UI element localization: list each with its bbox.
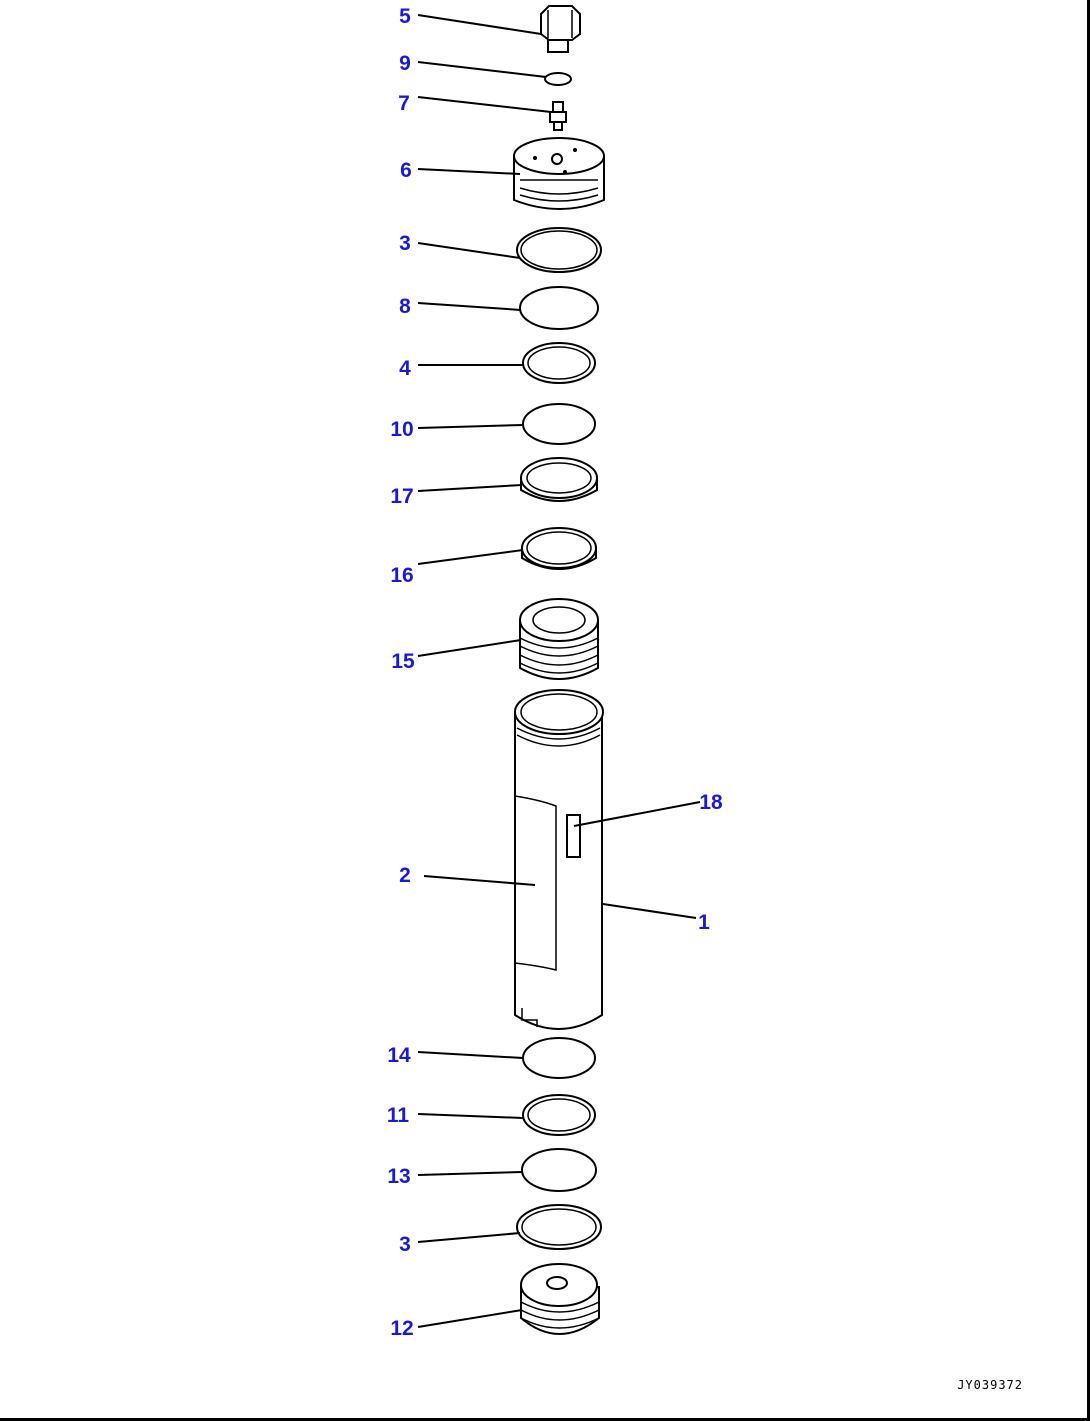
callout-5: 5 bbox=[399, 5, 411, 28]
callout-13: 13 bbox=[387, 1165, 410, 1188]
part-9-washer bbox=[544, 72, 572, 86]
part-15-piston bbox=[519, 598, 599, 680]
drawing-id: JY039372 bbox=[957, 1378, 1023, 1392]
callout-7: 7 bbox=[398, 92, 410, 115]
callout-14: 14 bbox=[387, 1044, 411, 1067]
part-17-ring bbox=[520, 457, 598, 502]
callout-17: 17 bbox=[390, 485, 413, 508]
callout-labels: 5 9 7 6 3 8 4 10 17 16 15 18 2 1 14 11 1… bbox=[387, 5, 723, 1340]
callout-10: 10 bbox=[390, 418, 413, 441]
callout-6: 6 bbox=[400, 159, 412, 182]
callout-2: 2 bbox=[399, 864, 411, 887]
part-3-ring-upper bbox=[516, 227, 602, 273]
part-10-ring bbox=[522, 403, 596, 445]
callout-9: 9 bbox=[399, 52, 411, 75]
callout-1: 1 bbox=[698, 911, 710, 934]
part-12-cap bbox=[520, 1263, 600, 1335]
callout-15: 15 bbox=[391, 650, 415, 673]
part-18-label bbox=[566, 814, 581, 858]
callout-3-upper: 3 bbox=[399, 232, 411, 255]
leader-lines bbox=[417, 14, 701, 1328]
callout-8: 8 bbox=[399, 295, 411, 318]
part-8-ring bbox=[519, 286, 599, 330]
callout-4: 4 bbox=[399, 357, 411, 380]
part-3-ring-lower bbox=[516, 1204, 602, 1250]
part-2-plate bbox=[514, 795, 557, 971]
part-16-ring bbox=[521, 527, 597, 570]
part-7-fitting bbox=[549, 101, 567, 131]
part-11-ring bbox=[522, 1094, 596, 1136]
part-1-cylinder bbox=[514, 689, 604, 1030]
part-5-bolt bbox=[540, 5, 581, 53]
callout-12: 12 bbox=[390, 1317, 413, 1340]
part-14-ring bbox=[522, 1037, 596, 1079]
part-13-ring bbox=[521, 1148, 597, 1192]
callout-18: 18 bbox=[699, 791, 723, 814]
callout-11: 11 bbox=[387, 1104, 410, 1127]
part-6-cap bbox=[513, 137, 605, 210]
part-4-ring bbox=[522, 342, 596, 384]
callout-16: 16 bbox=[390, 564, 413, 587]
callout-3-lower: 3 bbox=[399, 1233, 411, 1256]
